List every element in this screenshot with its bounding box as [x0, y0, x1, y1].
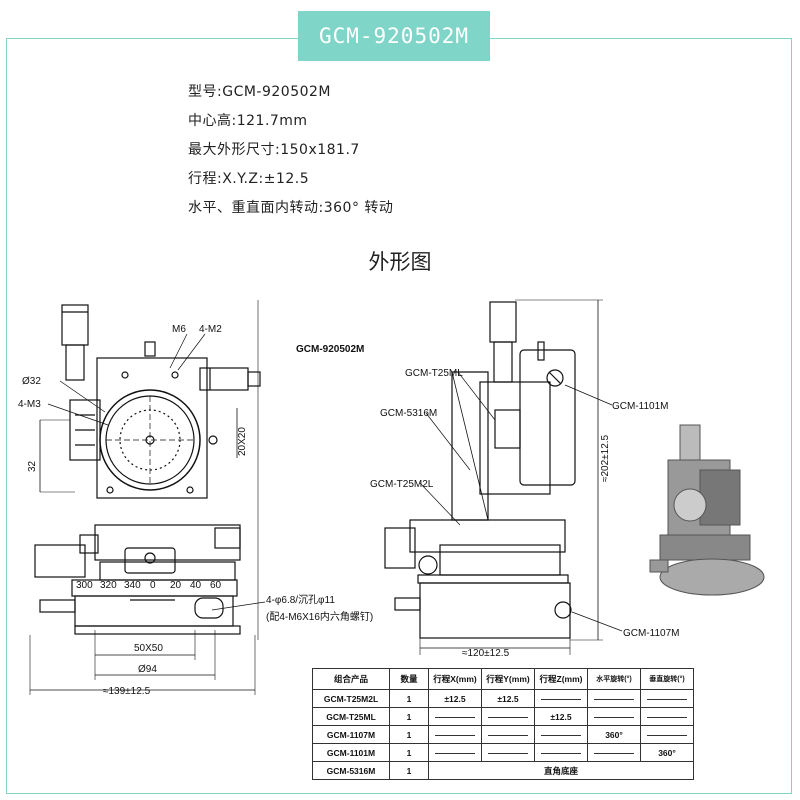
dial-scale: 300 320 340 0 20 40 60	[76, 580, 222, 591]
dial-num-3: 0	[150, 580, 156, 591]
label-5316m: GCM-5316M	[380, 408, 437, 419]
spec-max-size: 最大外形尺寸:150x181.7	[188, 142, 360, 158]
table-cell: ±12.5	[481, 689, 535, 708]
outline-drawing: 300 320 340 0 20 40 60 M6 4-M2 Ø32 4-M3 …	[18, 299, 765, 697]
table-cell	[481, 707, 535, 726]
label-20x20: 20X20	[237, 427, 248, 456]
label-t25ml: GCM-T25ML	[405, 368, 463, 379]
label-mount-hole: 4-φ6.8/沉孔φ11	[266, 593, 335, 606]
dial-num-4: 20	[170, 580, 182, 591]
label-4-m2: 4-M2	[199, 324, 222, 335]
table-cell: GCM-1107M	[312, 725, 390, 744]
table-cell: ±12.5	[428, 689, 482, 708]
label-m6: M6	[172, 324, 186, 335]
table-cell: GCM-T25ML	[312, 707, 390, 726]
table-cell	[428, 725, 482, 744]
table-row: GCM-T25ML 1 ±12.5	[312, 707, 694, 726]
table-cell: GCM-1101M	[312, 743, 390, 762]
table-row: GCM-T25M2L 1 ±12.5 ±12.5	[312, 689, 694, 708]
table-header: 行程Z(mm)	[534, 668, 588, 690]
table-cell: 1	[389, 743, 429, 762]
product-illustration	[649, 424, 765, 596]
table-cell: 1	[389, 689, 429, 708]
label-120: ≈120±12.5	[462, 648, 510, 659]
table-header: 垂直旋转(°)	[640, 668, 694, 690]
table-cell: 360°	[587, 725, 641, 744]
product-title: GCM-920502M	[318, 24, 470, 48]
table-cell	[640, 707, 694, 726]
table-cell: 直角底座	[428, 761, 694, 780]
table-cell	[534, 689, 588, 708]
table-header: 水平旋转(°)	[587, 668, 641, 690]
table-cell	[534, 725, 588, 744]
drawing-model-label: GCM-920502M	[296, 344, 364, 355]
combination-table: 组合产品 数量 行程X(mm) 行程Y(mm) 行程Z(mm) 水平旋转(°) …	[312, 668, 694, 780]
table-cell	[481, 743, 535, 762]
product-title-tab: GCM-920502M	[298, 11, 490, 61]
label-4-m3: 4-M3	[18, 399, 41, 410]
label-1107m: GCM-1107M	[623, 628, 680, 639]
label-phi32: Ø32	[22, 376, 41, 387]
table-cell: 360°	[640, 743, 694, 762]
dial-num-5: 40	[190, 580, 202, 591]
table-cell	[587, 743, 641, 762]
table-header: 行程X(mm)	[428, 668, 482, 690]
label-mount-note: (配4-M6X16内六角螺钉)	[266, 610, 373, 623]
table-cell: ±12.5	[534, 707, 588, 726]
section-title: 外形图	[368, 250, 432, 274]
table-cell	[640, 725, 694, 744]
dial-num-6: 60	[210, 580, 222, 591]
label-202: ≈202±12.5	[600, 434, 611, 482]
table-cell	[587, 707, 641, 726]
side-view	[384, 299, 623, 655]
table-cell: GCM-5316M	[312, 761, 390, 780]
label-139: ≈139±12.5	[103, 686, 151, 697]
dial-num-0: 300	[76, 580, 93, 591]
table-row: GCM-1101M 1 360°	[312, 743, 694, 762]
label-32: 32	[27, 460, 38, 472]
table-cell	[587, 689, 641, 708]
table-row: GCM-5316M 1 直角底座	[312, 761, 694, 780]
label-50x50: 50X50	[134, 643, 163, 654]
table-cell: 1	[389, 707, 429, 726]
table-cell	[428, 707, 482, 726]
table-cell	[534, 743, 588, 762]
label-phi94: Ø94	[138, 664, 157, 675]
label-t25m2l: GCM-T25M2L	[370, 479, 434, 490]
spec-rotation: 水平、重直面内转动:360° 转动	[188, 200, 394, 216]
spec-model: 型号:GCM-920502M	[188, 84, 331, 100]
table-cell	[481, 725, 535, 744]
table-cell: 1	[389, 725, 429, 744]
table-cell: GCM-T25M2L	[312, 689, 390, 708]
table-header: 行程Y(mm)	[481, 668, 535, 690]
table-cell	[640, 689, 694, 708]
table-header: 数量	[389, 668, 429, 690]
table-header: 组合产品	[312, 668, 390, 690]
spec-center-height: 中心高:121.7mm	[188, 113, 308, 129]
spec-travel: 行程:X.Y.Z:±12.5	[188, 171, 310, 187]
spec-list: 型号:GCM-920502M 中心高:121.7mm 最大外形尺寸:150x18…	[188, 78, 393, 223]
table-row: GCM-1107M 1 360°	[312, 725, 694, 744]
front-view	[29, 300, 266, 695]
label-1101m: GCM-1101M	[612, 401, 669, 412]
dial-num-2: 340	[124, 580, 141, 591]
table-cell: 1	[389, 761, 429, 780]
dial-num-1: 320	[100, 580, 117, 591]
table-cell	[428, 743, 482, 762]
